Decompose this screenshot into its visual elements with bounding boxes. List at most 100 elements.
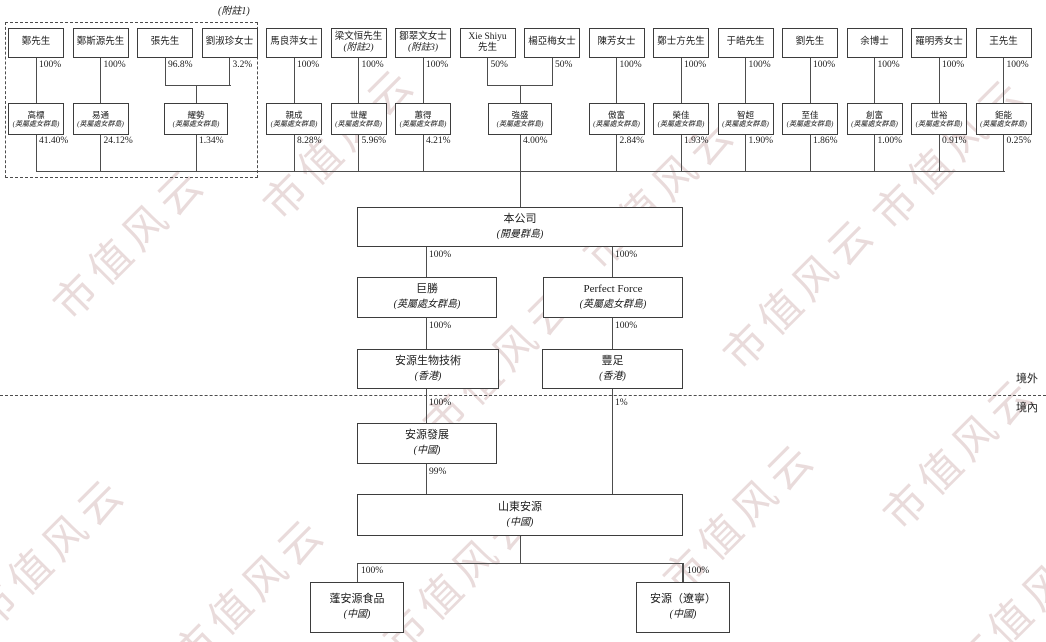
bvi-region: (英屬處女群島)	[399, 119, 447, 128]
bvi-company-name: 榮佳	[672, 109, 690, 120]
bvi-company-name: 至佳	[801, 109, 819, 120]
bvi-region: (英屬處女群島)	[12, 119, 60, 128]
connector-line	[35, 135, 37, 171]
bvi-region: (英屬處女群島)	[657, 119, 705, 128]
bvi-region: (英屬處女群島)	[851, 119, 898, 128]
bvi-company-box: 世耀(英屬處女群島)	[330, 103, 387, 135]
connector-line	[682, 563, 684, 582]
shareholder-box: 于皓先生	[717, 28, 774, 58]
shareholder-name: 先生	[477, 43, 497, 53]
founders-dashed-box	[5, 22, 258, 178]
ownership-pct: 100%	[39, 60, 62, 70]
shareholder-box: 馬良萍女士	[266, 28, 322, 58]
connector-line	[425, 318, 427, 349]
company-region: (香港)	[414, 370, 442, 382]
jusheng-box: 巨勝 (英屬處女群島)	[357, 277, 497, 318]
bvi-company-box: 創富(英屬處女群島)	[846, 103, 903, 135]
shareholder-name: 馬良萍女士	[270, 37, 318, 48]
connector-line	[551, 58, 553, 85]
shareholder-name: 鄒翠文女士	[399, 31, 447, 42]
connector-line	[100, 135, 102, 171]
holdco-region: (開曼群島)	[496, 228, 544, 240]
shareholder-box: 鄭士方先生	[653, 28, 709, 58]
ownership-pct: 100%	[748, 60, 771, 70]
bvi-company-name: 易通	[91, 109, 109, 120]
bvi-company-box: 榮佳(英屬處女群島)	[653, 103, 709, 135]
bvi-company-name: 世裕	[930, 109, 948, 120]
bvi-region: (英屬處女群島)	[172, 119, 220, 128]
connector-line	[293, 58, 295, 103]
anyuan-liaoning-box: 安源（遼寧） (中國)	[636, 582, 730, 633]
bvi-company-box: 親成(英屬處女群島)	[266, 103, 322, 135]
connector-line	[938, 135, 940, 171]
ownership-pct: 4.00%	[523, 136, 548, 146]
bvi-region: (英屬處女群島)	[593, 119, 640, 128]
shareholder-box: 王先生	[975, 28, 1032, 58]
company-region: (中國)	[506, 516, 534, 528]
ownership-pct: 96.8%	[168, 60, 193, 70]
bvi-company-name: 創富	[865, 109, 883, 120]
connector-line	[356, 563, 358, 582]
bvi-region: (英屬處女群島)	[722, 119, 769, 128]
connector-line	[195, 135, 197, 171]
company-name: Perfect Force	[583, 283, 643, 296]
offshore-label: 境外	[1016, 373, 1038, 385]
shareholder-box: 羅明秀女士	[911, 28, 967, 58]
bvi-region: (英屬處女群島)	[270, 119, 318, 128]
ownership-pct: 8.28%	[297, 136, 322, 146]
company-name: 山東安源	[498, 500, 542, 513]
company-region: (中國)	[669, 609, 697, 621]
bvi-company-box: 強盛(英屬處女群島)	[488, 103, 552, 135]
ownership-pct: 100%	[361, 566, 384, 576]
shareholder-box: 張先生	[137, 28, 193, 58]
shareholder-box: 鄭斯源先生	[72, 28, 129, 58]
company-region: (中國)	[413, 445, 441, 457]
connector-line	[616, 135, 618, 171]
shareholder-name: 楊亞梅女士	[528, 37, 576, 48]
fengzu-box: 豐足 (香港)	[542, 349, 683, 389]
shareholder-name: 余博士	[860, 37, 889, 48]
bvi-company-name: 耀勢	[187, 109, 205, 120]
ownership-pct: 1.90%	[748, 136, 774, 146]
shareholder-name: 羅明秀女士	[915, 37, 963, 48]
connector-line	[356, 563, 684, 565]
onshore-label: 境內	[1016, 402, 1038, 414]
shareholder-name: 張先生	[150, 37, 180, 48]
connector-line	[938, 58, 940, 103]
shareholder-name: 劉淑珍女士	[205, 37, 254, 48]
ownership-pct: 100%	[426, 60, 449, 70]
bvi-company-name: 高標	[27, 109, 45, 120]
ownership-pct: 1.93%	[684, 136, 709, 146]
ownership-pct: 5.96%	[361, 136, 387, 146]
bvi-region: (英屬處女群島)	[496, 119, 544, 128]
connector-line	[680, 58, 682, 103]
perfect-force-box: Perfect Force (英屬處女群島)	[543, 277, 683, 318]
connector-line	[195, 85, 197, 103]
shareholder-name: 梁文恒先生	[334, 31, 383, 42]
shareholder-note: (附註2)	[343, 43, 374, 53]
connector-line	[519, 85, 521, 103]
shareholder-name: 鄭斯源先生	[76, 37, 125, 48]
connector-line	[293, 135, 295, 171]
bvi-region: (英屬處女群島)	[335, 119, 382, 128]
shareholder-box: 楊亞梅女士	[524, 28, 580, 58]
ownership-pct: 100%	[297, 60, 320, 70]
shareholder-box: 劉淑珍女士	[201, 28, 258, 58]
shareholder-name: 鄭士方先生	[657, 37, 705, 48]
ownership-pct: 100%	[1006, 60, 1029, 70]
company-name: 安源生物技術	[395, 354, 461, 367]
bvi-company-box: 世裕(英屬處女群島)	[911, 103, 967, 135]
connector-line	[358, 135, 360, 171]
ownership-pct: 100%	[942, 60, 965, 70]
bvi-company-box: 耀勢(英屬處女群島)	[164, 103, 228, 135]
connector-line	[519, 536, 521, 563]
connector-line	[487, 58, 489, 85]
shareholder-name: 于皓先生	[726, 37, 765, 48]
bvi-region: (英屬處女群島)	[915, 119, 963, 128]
ownership-pct: 100%	[361, 60, 384, 70]
holdco-box: 本公司 (開曼群島)	[357, 207, 683, 247]
ownership-pct: 4.21%	[426, 136, 451, 146]
company-name: 巨勝	[416, 283, 438, 296]
anyuan-bio-box: 安源生物技術 (香港)	[357, 349, 499, 389]
